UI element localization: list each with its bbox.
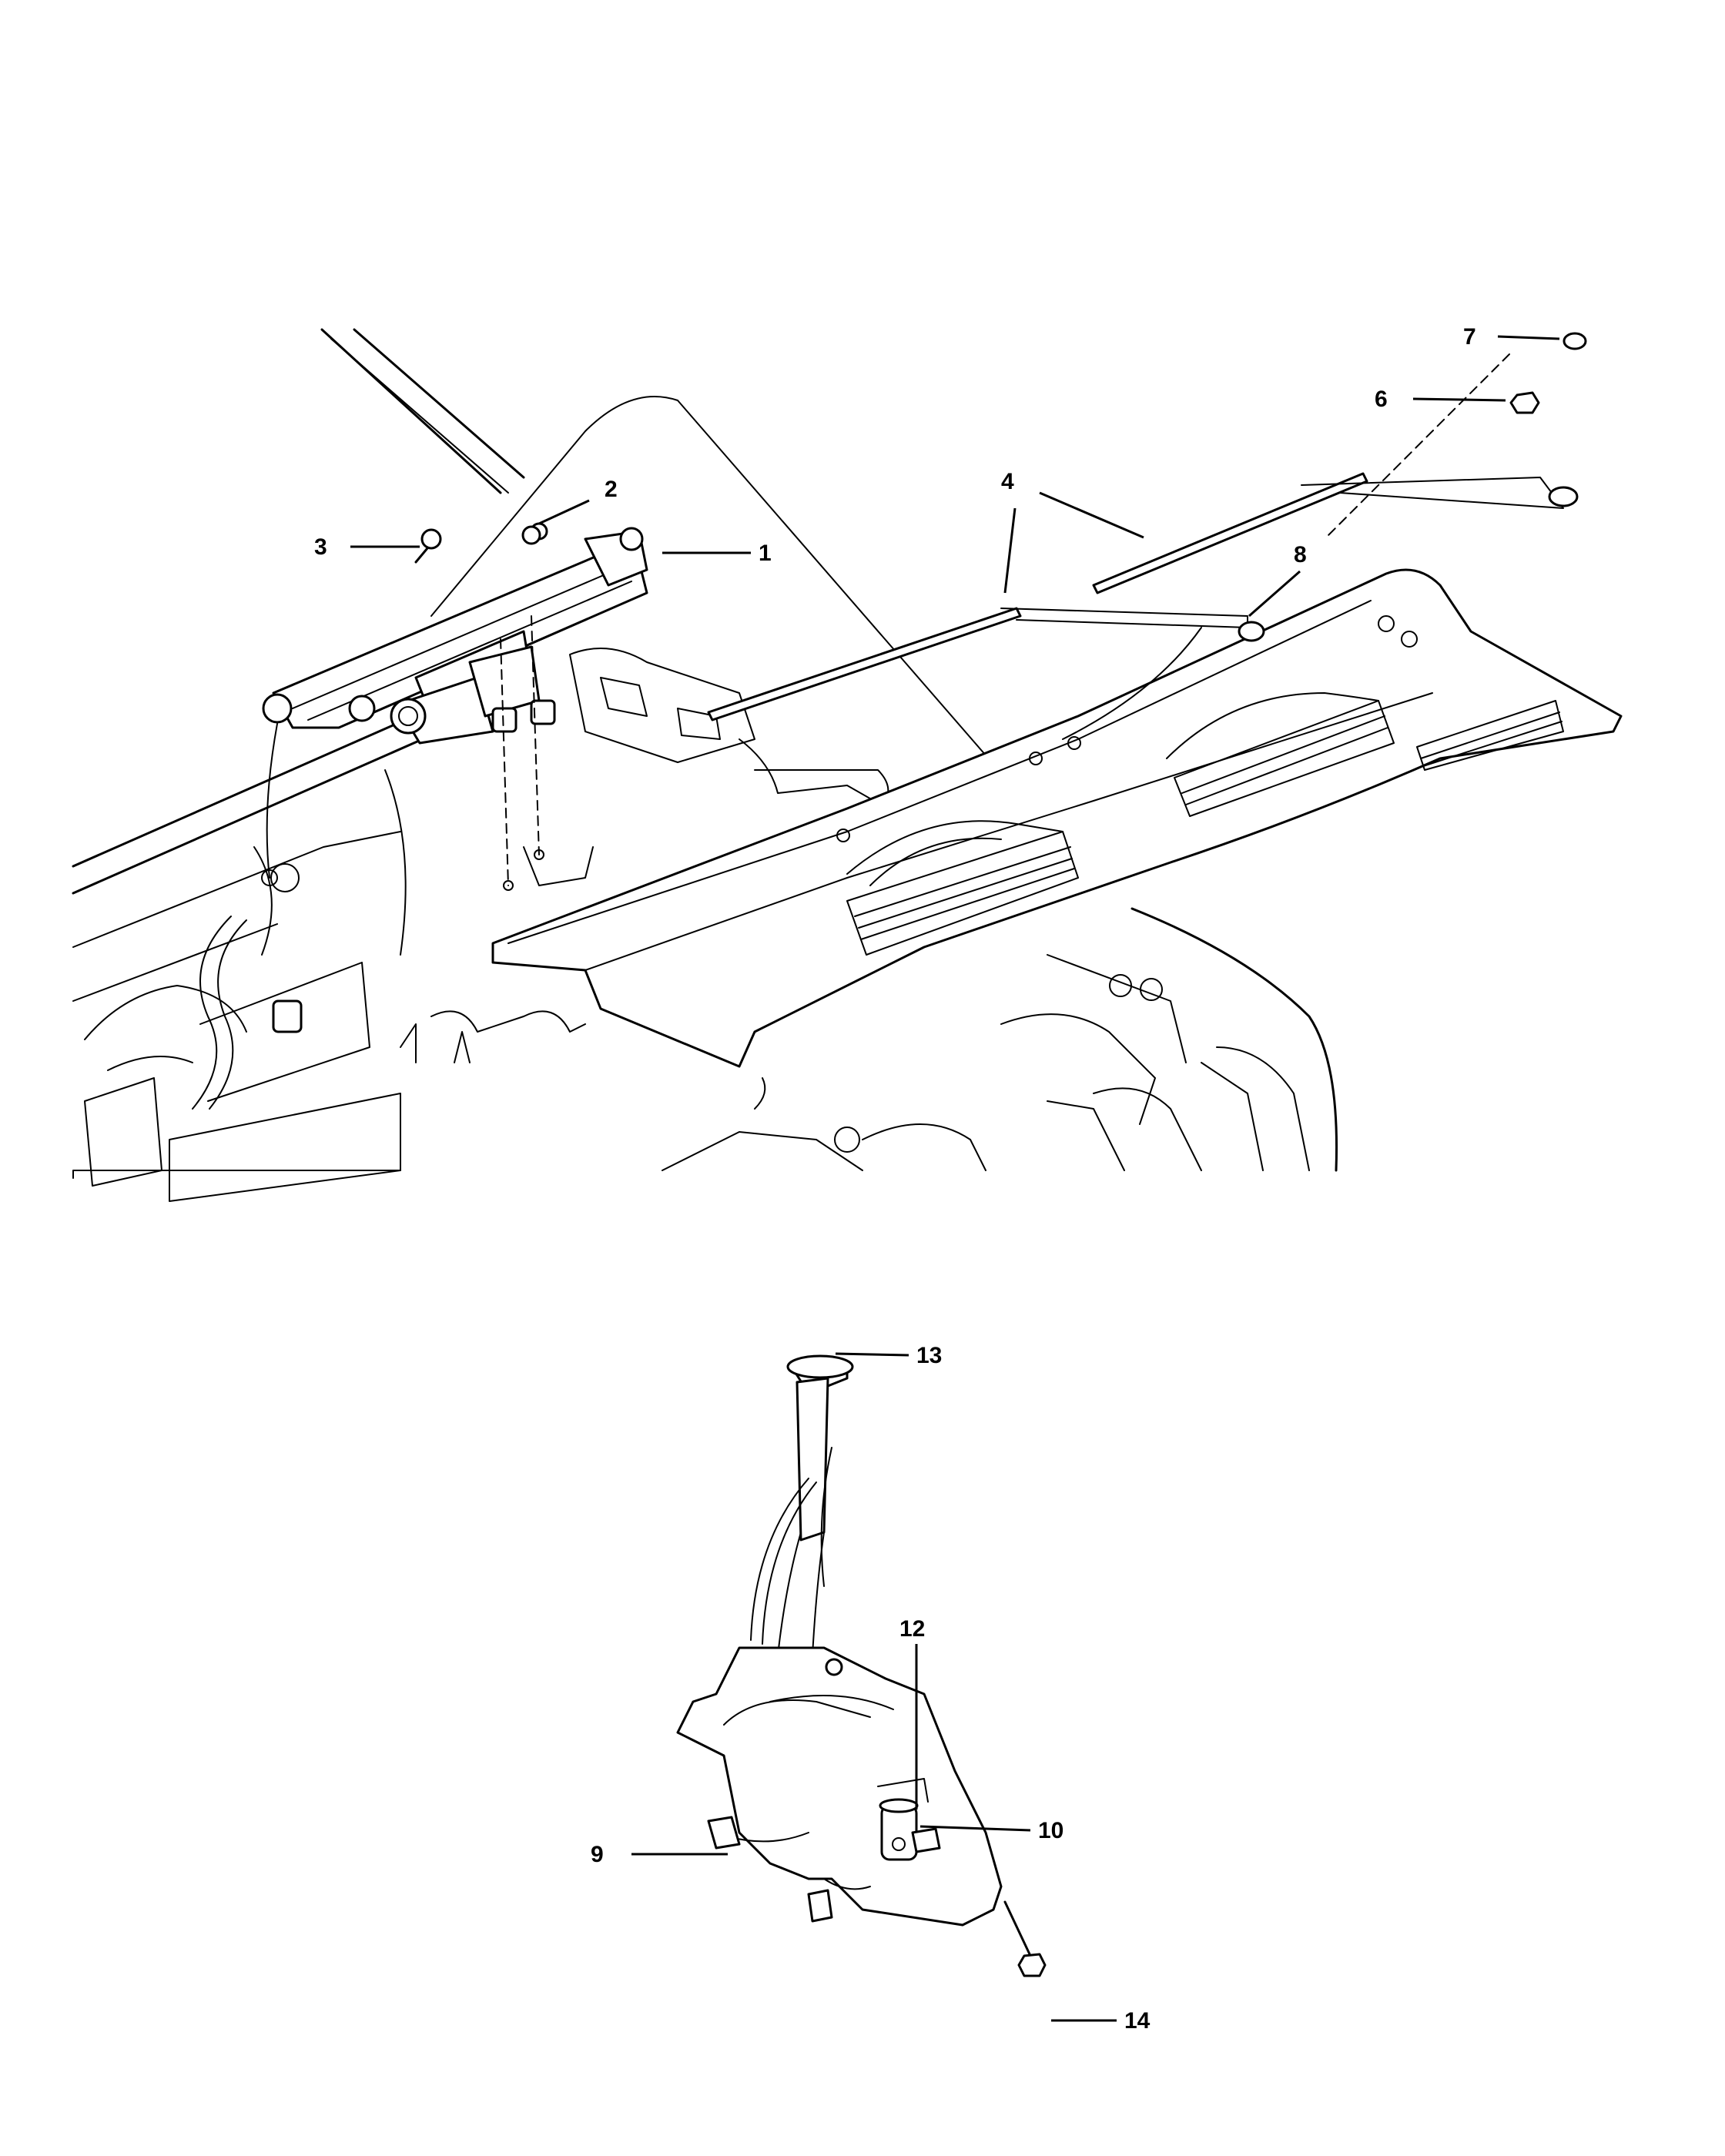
wiper-motor [390, 645, 541, 745]
callout-2: 2 [605, 477, 618, 502]
wiper-linkage-assembly [262, 522, 648, 745]
callout-labels: 1 2 3 4 6 7 8 9 10 12 13 14 [314, 324, 1476, 2034]
callout-4: 4 [1001, 469, 1014, 494]
callout-13: 13 [916, 1343, 942, 1368]
callout-3: 3 [314, 534, 327, 560]
wiper-arm-blade-right [1092, 472, 1579, 594]
callout-14: 14 [1124, 2008, 1151, 2034]
callout-12: 12 [899, 1616, 925, 1642]
bolt-3 [414, 528, 442, 564]
wiper-arm-blade-left [707, 607, 1265, 721]
cowl-grille-panel [491, 568, 1623, 1068]
callout-10: 10 [1038, 1818, 1063, 1843]
cowl-vent-right [1166, 692, 1564, 817]
callout-8: 8 [1294, 542, 1307, 567]
vehicle-body-structure [72, 328, 1338, 1202]
callout-9: 9 [591, 1842, 604, 1867]
nut-6 [1509, 391, 1540, 414]
callout-6: 6 [1375, 387, 1388, 412]
washer-pump [879, 1798, 919, 1861]
washer-reservoir-assembly [676, 1354, 1047, 1977]
callout-1: 1 [759, 541, 772, 566]
bolt-14 [1017, 1953, 1047, 1977]
cowl-vent-left [846, 820, 1079, 956]
callout-leaders [350, 335, 1560, 2022]
cap-7 [1563, 332, 1587, 350]
nut-2 [521, 525, 541, 545]
mounting-tab [707, 1816, 741, 1850]
callout-7: 7 [1463, 324, 1476, 350]
